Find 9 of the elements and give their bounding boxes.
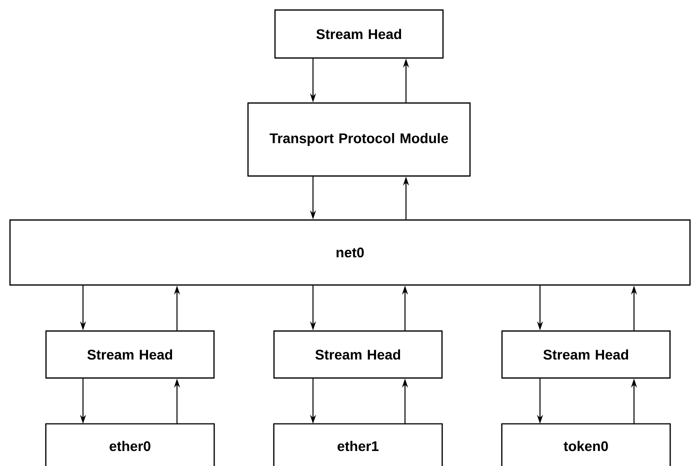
stream-head-box: Stream Head (273, 330, 443, 379)
device-box: ether1 (273, 423, 443, 466)
stream-head-box: Stream Head (45, 330, 215, 379)
process-box: net0 (9, 219, 691, 286)
device-box: ether0 (45, 423, 215, 466)
device-box: token0 (501, 423, 671, 466)
process-box: Transport Protocol Module (247, 102, 471, 177)
process-box: Stream Head (274, 9, 444, 59)
stream-head-box: Stream Head (501, 330, 671, 379)
